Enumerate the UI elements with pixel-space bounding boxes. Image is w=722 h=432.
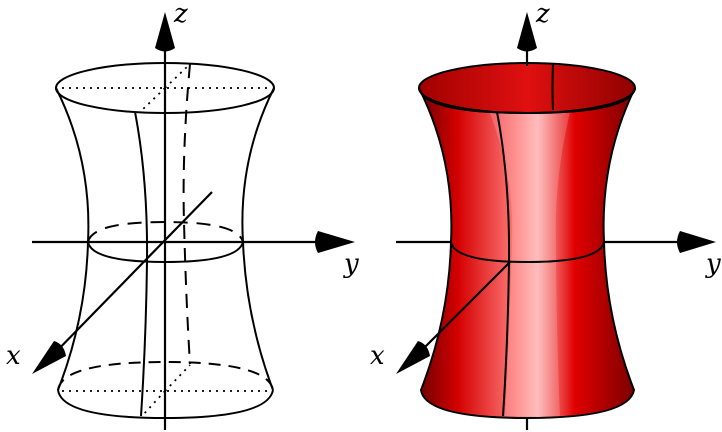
surface-highlight	[490, 112, 570, 416]
top-rim-front	[418, 87, 636, 115]
top-opening-inner	[418, 62, 636, 114]
y-axis-label: y	[343, 249, 359, 279]
waist-front-shaded	[450, 241, 605, 264]
arrowhead-cone-icon	[677, 231, 716, 253]
ruling-inner-shaded	[551, 63, 554, 111]
x-axis-label-shaded: x	[370, 341, 385, 371]
right-profile	[241, 87, 275, 391]
arrowhead-cone-icon	[396, 341, 430, 374]
z-axis-label-shaded: z	[535, 0, 550, 29]
z-axis-label: z	[173, 0, 188, 29]
arrowhead-cone-icon	[315, 231, 355, 253]
right-arrowheads	[396, 12, 716, 374]
ruling-front	[134, 111, 149, 417]
shaded-hyperboloid	[396, 40, 690, 430]
x-axis-label: x	[6, 341, 21, 371]
left-arrowheads	[32, 12, 355, 374]
x-axis	[47, 191, 213, 361]
ruling-back-dashed	[182, 63, 191, 365]
arrowhead-cone-icon	[517, 12, 537, 52]
arrowhead-cone-icon	[32, 341, 66, 374]
wireframe-hyperboloid	[32, 40, 330, 430]
arrowhead-cone-icon	[155, 12, 175, 52]
y-axis-label-shaded: y	[705, 249, 721, 279]
left-profile	[55, 87, 90, 391]
x-axis-shaded	[411, 261, 511, 361]
waist-back-dashed	[87, 220, 244, 243]
